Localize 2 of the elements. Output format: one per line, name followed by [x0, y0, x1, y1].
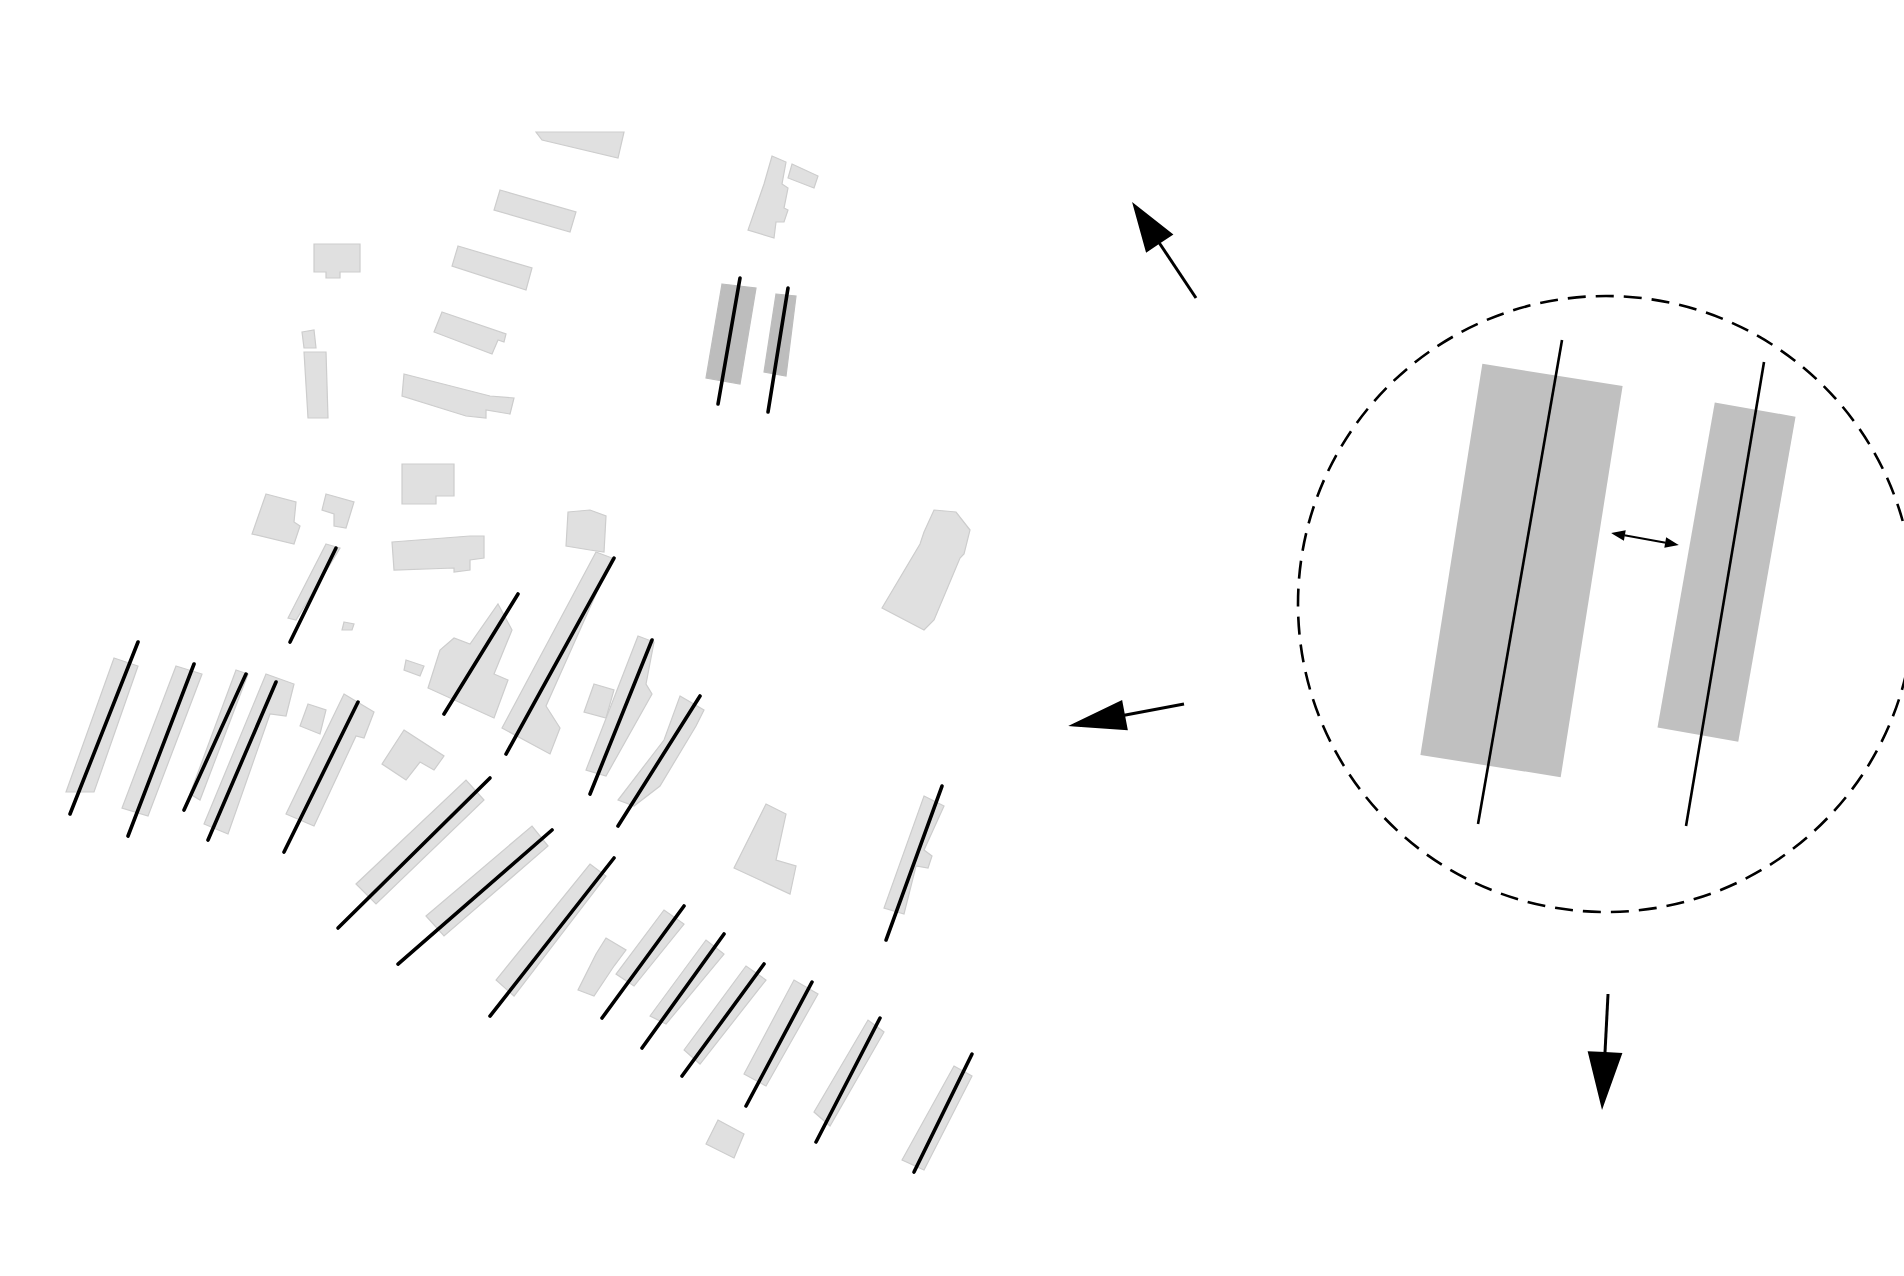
building-block [1657, 402, 1796, 742]
building-block [1420, 363, 1623, 778]
